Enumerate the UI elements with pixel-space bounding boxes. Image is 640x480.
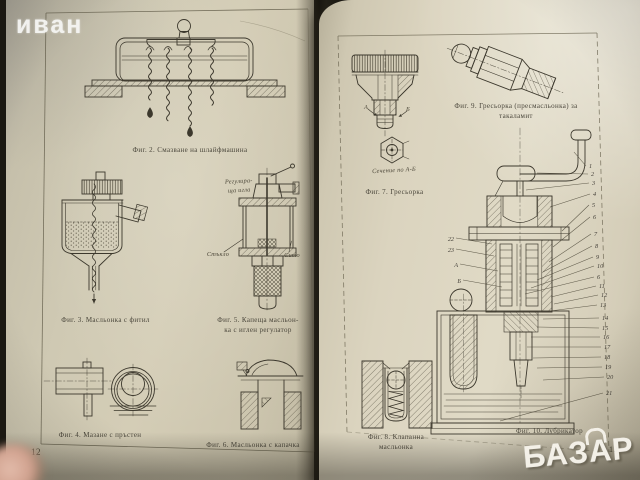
fig10-callouts-left: 22 23 А Б [448,236,462,285]
fig10-callout-lines [455,151,605,422]
svg-text:7: 7 [594,231,598,238]
svg-text:11: 11 [599,283,605,290]
svg-text:1: 1 [589,163,592,170]
fig2-caption: Фиг. 2. Смазване на шлайфмашина [132,146,248,154]
svg-text:5: 5 [592,202,595,209]
fig2-drawing [84,19,286,138]
fig9-drawing [446,43,564,100]
fig3-caption: Фиг. 3. Масльонка с фитил [61,316,150,324]
svg-text:18: 18 [604,354,611,361]
fig4-caption: Фиг. 4. Мазане с пръстен [58,431,142,439]
svg-text:13: 13 [600,302,606,309]
fig10-drawing [430,127,592,435]
svg-text:20: 20 [607,374,614,381]
fig8-caption: Фиг. 8. Клапанна масльонка [367,433,425,452]
svg-text:2: 2 [591,171,594,178]
fig5-sieve-label: Сито [284,252,300,259]
svg-text:А: А [453,262,458,269]
fig5-needle-label: Регулира- ща игла [224,177,253,195]
shopping-bag-handle-icon [583,426,608,446]
watermark-ivan: иван [16,11,84,39]
fig10-callouts-right: 1 2 3 4 5 6 7 8 9 10 6 11 12 13 14 15 16… [589,163,614,397]
svg-text:8: 8 [595,243,599,250]
fig8-drawing [361,360,433,429]
fig5-glass-label: Стъкло [206,251,230,258]
fig6-drawing [236,359,304,430]
svg-text:19: 19 [605,364,611,371]
svg-text:14: 14 [602,315,608,322]
fig7-label-b: Б [406,106,410,113]
fig7-caption: Фиг. 7. Гресьорка [365,188,424,196]
fig4-drawing [43,357,159,421]
fig9-caption: Фиг. 9. Гресьорка (пресмасльонка) за так… [454,102,578,121]
svg-text:9: 9 [596,254,599,261]
svg-text:3: 3 [591,180,595,187]
fig5-drawing [223,163,300,313]
svg-text:17: 17 [604,344,611,351]
svg-text:4: 4 [593,191,596,198]
left-page-frame [40,8,315,453]
fig6-caption: Фиг. 6. Масльонка с капачка [206,441,300,449]
svg-text:22: 22 [448,236,454,243]
svg-text:12: 12 [601,292,607,299]
svg-text:23: 23 [448,247,454,254]
fig5-caption: Фиг. 5. Капеща масльон- ка с иглен регул… [217,316,299,335]
right-page-frame [337,32,610,453]
fig10-caption: Фиг. 10. Лубрикатор [516,427,583,435]
svg-text:21: 21 [606,390,612,397]
fig7-label-a: А [363,104,369,111]
svg-text:16: 16 [603,334,610,341]
right-page-number: 13 [609,445,618,454]
svg-text:Б: Б [456,278,461,285]
fig3-drawing [61,171,149,304]
svg-text:6: 6 [597,274,601,281]
svg-text:15: 15 [602,325,608,332]
fig7-drawing [351,49,419,164]
svg-text:6: 6 [593,214,597,221]
svg-text:10: 10 [597,263,604,270]
